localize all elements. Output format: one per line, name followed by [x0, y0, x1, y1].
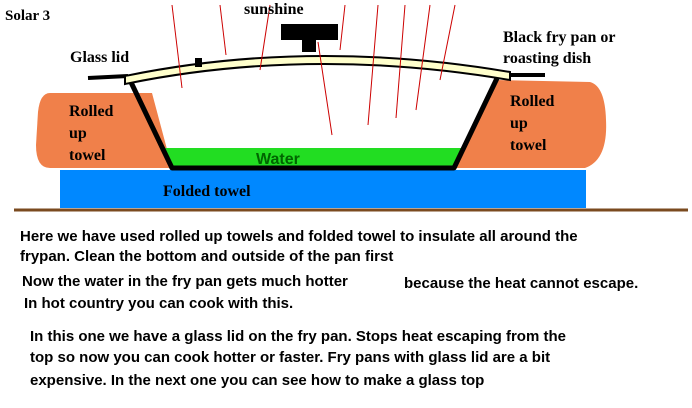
explanation-line-4: In hot country you can cook with this. [24, 295, 294, 312]
fry-pan-label-line1: Black fry pan or [503, 29, 615, 46]
fry-pan [125, 70, 503, 171]
glass-lid-line-3: expensive. In the next one you can see h… [30, 372, 485, 389]
towel-left-label-3: towel [69, 147, 106, 164]
glass-lid-line-2: top so now you can cook hotter or faster… [30, 349, 551, 366]
glass-lid-label: Glass lid [70, 49, 129, 66]
sun-rays [171, 4, 456, 136]
pan-handle-left [87, 74, 129, 80]
explanation-line-3a: Now the water in the fry pan gets much h… [22, 273, 348, 290]
sun-ray [259, 4, 271, 71]
fry-pan-label-line2: roasting dish [503, 50, 591, 67]
sun-ray [317, 41, 333, 136]
towel-left-label-1: Rolled [69, 103, 114, 120]
sun-ray [219, 4, 227, 56]
towel-left-label-2: up [69, 125, 87, 142]
solar-cooker-diagram: Solar 3 sunshine Glass lid Black fry pan… [5, 1, 688, 212]
towel-right-label-1: Rolled [510, 93, 555, 110]
water [165, 148, 462, 168]
lid-knob [281, 24, 338, 40]
explanation-line-3b: because the heat cannot escape. [404, 275, 639, 292]
folded-towel-label: Folded towel [163, 183, 251, 200]
diagram-title: Solar 3 [5, 8, 50, 24]
folded-towel [60, 170, 586, 208]
rolled-towel-left [36, 93, 172, 168]
glass-lid-line-1: In this one we have a glass lid on the f… [30, 328, 566, 345]
sunshine-label: sunshine [244, 1, 304, 18]
water-label: Water [256, 151, 300, 168]
lid-knob-stem [302, 38, 316, 52]
sun-ray [439, 4, 456, 81]
glass-lid [124, 54, 511, 86]
sun-ray [171, 4, 183, 89]
sun-ray [339, 4, 346, 51]
explanation-line-1: Here we have used rolled up towels and f… [20, 228, 578, 245]
rolled-towel-right [455, 80, 607, 168]
sun-ray [367, 4, 379, 126]
sun-ray [395, 4, 406, 119]
towel-right-label-3: towel [510, 137, 547, 154]
explanation-line-2: frypan. Clean the bottom and outside of … [20, 248, 394, 265]
sun-ray [415, 4, 431, 111]
lid-screw [195, 58, 202, 67]
towel-right-label-2: up [510, 115, 528, 132]
